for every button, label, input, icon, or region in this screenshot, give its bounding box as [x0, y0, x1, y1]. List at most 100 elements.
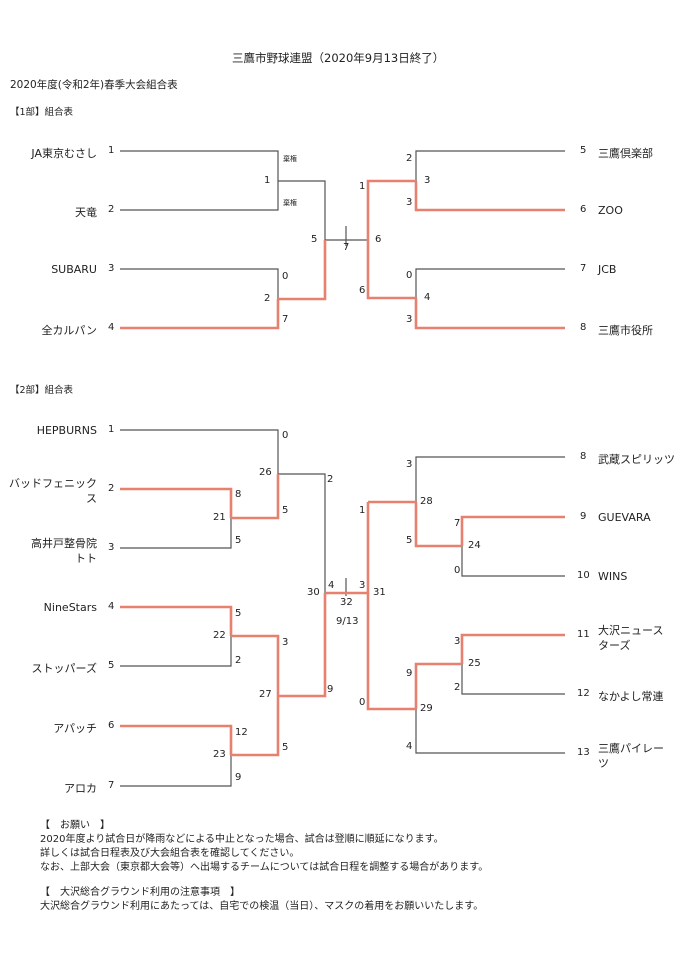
d1-team-name-2: 天竜 — [75, 206, 97, 219]
d2-score: 4 — [328, 580, 335, 591]
d2-team-name-13: 三鷹パイレー — [598, 742, 664, 755]
d1-score: 3 — [424, 175, 431, 186]
d2-win-m22-out — [231, 634, 280, 696]
d2-team-name-5: ストッパーズ — [31, 662, 97, 675]
d2-team-name-12: なかよし常連 — [598, 690, 664, 703]
d2-score: 4 — [406, 741, 413, 752]
d2-score: 26 — [259, 467, 272, 478]
d1-win-m4-out — [366, 240, 416, 300]
d2-score: 0 — [282, 430, 289, 441]
d2-line-team7 — [120, 755, 232, 787]
d2-team-name-2b: ス — [86, 492, 97, 505]
d2-score: 23 — [213, 749, 226, 760]
d2-score: 3 — [359, 580, 366, 591]
d2-team-name-8: 武蔵スピリッツ — [598, 453, 675, 466]
d2-line-team5 — [120, 636, 232, 667]
d2-win-team6 — [120, 724, 233, 755]
d2-score: 22 — [213, 630, 226, 641]
d2-score: 5 — [406, 535, 413, 546]
d2-team-no-8: 8 — [580, 451, 587, 462]
d1-line-team2 — [120, 181, 279, 211]
d2-win-team11 — [460, 633, 565, 664]
d1-score: 7 — [343, 242, 350, 253]
d2-team-name-13b: ツ — [598, 757, 609, 770]
d2-line-team8 — [415, 456, 565, 502]
d1-team-no-6: 6 — [580, 204, 587, 215]
d1-team-name-4: 全カルパン — [41, 324, 97, 337]
d2-score: 3 — [282, 637, 289, 648]
d1-score: 1 — [264, 175, 271, 186]
notes-ground-heading: 【 大沢総合グラウンド利用の注意事項 】 — [40, 887, 240, 898]
page-subtitle: 2020年度(令和2年)春季大会組合表 — [10, 79, 178, 91]
d1-win-team6 — [414, 181, 565, 212]
d1-score: 3 — [406, 197, 413, 208]
d2-score: 2 — [235, 655, 242, 666]
d1-score: 0 — [406, 270, 413, 281]
d1-score: 2 — [264, 293, 271, 304]
d1-score: 7 — [282, 314, 289, 325]
d2-line-team3 — [120, 518, 232, 549]
notes-request-heading: 【 お願い 】 — [40, 820, 110, 831]
d2-team-no-1: 1 — [108, 424, 115, 435]
d2-score: 5 — [282, 742, 289, 753]
d2-team-name-6: アパッチ — [53, 722, 97, 735]
d1-team-name-1: JA東京むさし — [31, 147, 97, 160]
notes-request-line: 詳しくは試合日程表及び大会組合表を確認してください。 — [40, 848, 300, 859]
d2-team-no-13: 13 — [577, 747, 590, 758]
d1-win-team8 — [414, 298, 565, 330]
div1-label: 【1部】組合表 — [10, 107, 74, 118]
d1-team-name-6: ZOO — [598, 204, 623, 217]
d1-line-team5 — [415, 150, 565, 181]
d2-score: 31 — [373, 587, 386, 598]
d2-win-m29-out — [366, 593, 416, 711]
d2-score: 5 — [235, 535, 242, 546]
d2-win-m23-out — [231, 696, 280, 757]
d1-score: 棄権 — [283, 199, 297, 207]
d2-score: 1 — [359, 505, 366, 516]
d1-score: 6 — [359, 285, 366, 296]
d2-team-no-10: 10 — [577, 570, 590, 581]
d1-score: 1 — [359, 181, 366, 192]
d1-team-name-7: JCB — [598, 263, 617, 276]
d2-line-team10 — [461, 546, 565, 577]
d2-team-name-2: バッドフェニック — [9, 477, 97, 490]
d2-score: 30 — [307, 587, 320, 598]
d1-score: 3 — [406, 314, 413, 325]
d2-team-no-9: 9 — [580, 511, 587, 522]
d2-line-team13 — [415, 709, 565, 754]
d2-team-name-10: WINS — [598, 570, 628, 583]
d2-win-m25-out — [414, 662, 462, 709]
d1-team-no-5: 5 — [580, 145, 587, 156]
d2-team-name-7: アロカ — [64, 782, 97, 795]
d2-team-name-3b: トト — [75, 552, 97, 565]
d1-team-no-8: 8 — [580, 322, 587, 333]
d2-win-team2 — [120, 487, 233, 518]
d1-team-name-3: SUBARU — [51, 263, 97, 276]
page-title: 三鷹市野球連盟（2020年9月13日終了） — [232, 51, 445, 65]
d1-line-m1-out — [278, 180, 326, 240]
d1-line-team7 — [415, 268, 565, 298]
d2-score: 24 — [468, 540, 481, 551]
d2-team-name-1: HEPBURNS — [36, 424, 97, 437]
d2-score: 7 — [454, 518, 461, 529]
notes-request-line: 2020年度より試合日が降雨などによる中止となった場合、試合は登順に順延になりま… — [40, 834, 444, 845]
d2-score: 27 — [259, 689, 272, 700]
d1-score: 5 — [311, 234, 318, 245]
d2-score: 2 — [454, 682, 461, 693]
d1-team-name-5: 三鷹倶楽部 — [598, 147, 653, 160]
div2-label: 【2部】組合表 — [10, 385, 74, 396]
notes-request-line: なお、上部大会（東京都大会等）へ出場するチームについては試合日程を調整する場合が… — [40, 862, 489, 873]
d2-score: 9 — [327, 684, 334, 695]
d2-score: 21 — [213, 512, 226, 523]
d1-win-m2-out — [278, 240, 327, 301]
d2-team-no-4: 4 — [108, 601, 115, 612]
d2-score: 5 — [235, 608, 242, 619]
d1-win-team4 — [120, 299, 280, 330]
d2-team-no-6: 6 — [108, 720, 115, 731]
d1-score: 2 — [406, 153, 413, 164]
d2-score: 9 — [235, 772, 242, 783]
d2-win-m24-out — [414, 502, 462, 548]
d1-score: 6 — [375, 234, 382, 245]
d2-team-no-3: 3 — [108, 542, 115, 553]
